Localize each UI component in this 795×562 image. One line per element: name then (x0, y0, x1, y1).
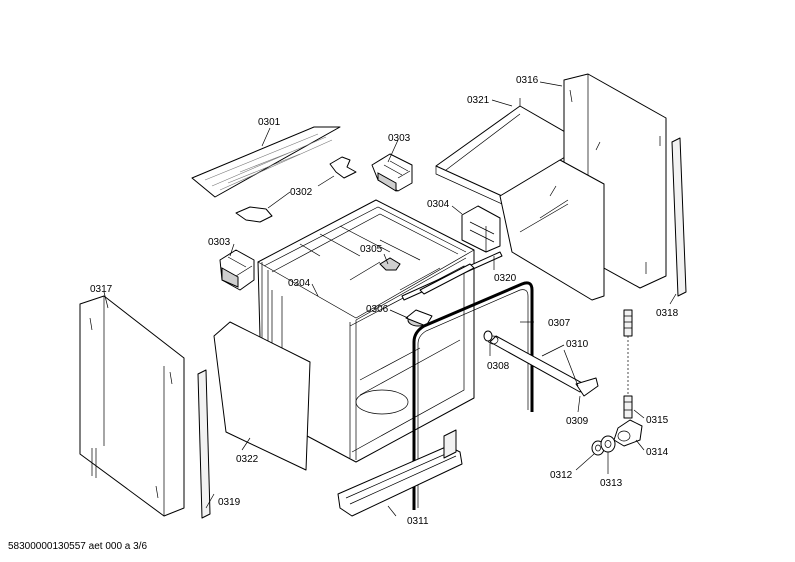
label-0322: 0322 (236, 454, 259, 465)
label-0306: 0306 (366, 304, 389, 315)
part-0306-spray-hub (405, 263, 475, 327)
label-0308: 0308 (487, 361, 510, 372)
label-0312: 0312 (550, 470, 573, 481)
label-0301: 0301 (258, 117, 281, 128)
part-0315-hose (623, 309, 633, 419)
label-0309: 0309 (566, 416, 589, 427)
leader-lines (103, 81, 677, 517)
part-0305-clip (379, 257, 401, 271)
part-0319-trim-strip (197, 369, 211, 519)
part-0307-door-seal (412, 281, 534, 510)
label-0304-left: 0304 (288, 278, 311, 289)
label-0321: 0321 (467, 95, 490, 106)
drawing-reference: 58300000130557 aet 000 a 3/6 (8, 541, 148, 552)
label-0317: 0317 (90, 284, 113, 295)
label-0311: 0311 (407, 516, 429, 527)
label-0315: 0315 (646, 415, 669, 426)
part-0313-washer (600, 435, 616, 453)
part-0322-inner-panel (213, 321, 311, 471)
part-labels: 0301 0302 0303 0303 0304 0304 0305 0306 … (90, 75, 679, 527)
label-0305: 0305 (360, 244, 383, 255)
label-0303-left: 0303 (208, 237, 231, 248)
label-0302: 0302 (290, 187, 313, 198)
label-0303-right: 0303 (388, 133, 411, 144)
label-0320: 0320 (494, 273, 517, 284)
label-0314: 0314 (646, 447, 669, 458)
part-0303-connector-left (219, 249, 255, 291)
label-0310: 0310 (566, 339, 589, 350)
part-back-panel (499, 141, 605, 301)
label-0304-right: 0304 (427, 199, 450, 210)
label-0313: 0313 (600, 478, 623, 489)
part-0302-brackets (235, 156, 357, 223)
part-0304-bracket-right (461, 205, 501, 253)
part-0301-top-mat (191, 126, 341, 198)
part-0303-connector-right (371, 153, 413, 192)
part-0317-left-panel (79, 295, 185, 517)
label-0319: 0319 (218, 497, 241, 508)
label-0318: 0318 (656, 308, 679, 319)
label-0307: 0307 (548, 318, 571, 329)
part-0308-ring (483, 330, 493, 342)
label-0316: 0316 (516, 75, 539, 86)
part-0318-trim-strip (671, 137, 687, 297)
part-0311-kick-strip (337, 429, 463, 517)
